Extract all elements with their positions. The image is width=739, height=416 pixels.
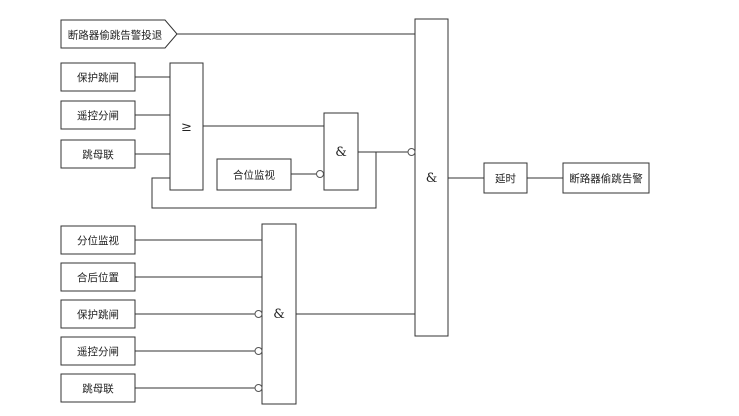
input-protection-trip: 保护跳闸 — [60, 62, 136, 92]
input-disable-signal: 断路器偷跳告警投退 — [60, 19, 178, 49]
input-remote-open-2: 遥控分闸 — [60, 336, 136, 366]
and-gate-upper-symbol: & — [335, 145, 347, 160]
and-gate-main: & — [407, 18, 449, 337]
delay-block: 延时 — [483, 162, 528, 194]
input-protection-trip-label: 保护跳闸 — [77, 71, 119, 84]
and-gate-lower: & — [254, 223, 297, 405]
input-closed-monitor: 合位监视 — [216, 158, 292, 191]
output-alarm: 断路器偷跳告警 — [562, 162, 650, 194]
inversion-bubble — [254, 310, 263, 318]
input-remote-open-label: 遥控分闸 — [77, 109, 119, 122]
or-gate: ≥ — [169, 62, 204, 191]
and-gate-upper: & — [316, 112, 359, 191]
inversion-bubble — [407, 148, 416, 156]
or-gate-symbol: ≥ — [181, 120, 192, 135]
input-after-close-position-label: 合后位置 — [77, 271, 119, 284]
output-alarm-label: 断路器偷跳告警 — [569, 172, 643, 185]
input-protection-trip-2: 保护跳闸 — [60, 299, 136, 329]
inversion-bubble — [254, 347, 263, 355]
input-disable-signal-label: 断路器偷跳告警投退 — [68, 29, 163, 42]
input-trip-bus-coupler: 跳母联 — [60, 139, 136, 169]
input-trip-bus-coupler-label: 跳母联 — [82, 148, 114, 161]
input-remote-open-2-label: 遥控分闸 — [77, 345, 119, 358]
delay-label: 延时 — [495, 173, 516, 185]
input-trip-bus-coupler-2-label: 跳母联 — [82, 382, 114, 395]
input-after-close-position: 合后位置 — [60, 262, 136, 292]
input-open-monitor: 分位监视 — [60, 225, 136, 255]
wires — [135, 33, 563, 389]
input-closed-monitor-label: 合位监视 — [233, 169, 275, 182]
inversion-bubble — [316, 170, 324, 178]
input-remote-open: 遥控分闸 — [60, 100, 136, 130]
and-gate-lower-symbol: & — [273, 307, 285, 322]
input-protection-trip-2-label: 保护跳闸 — [77, 308, 119, 321]
input-open-monitor-label: 分位监视 — [77, 234, 119, 247]
input-trip-bus-coupler-2: 跳母联 — [60, 373, 136, 403]
inversion-bubble — [254, 384, 263, 392]
and-gate-main-symbol: & — [426, 171, 438, 186]
